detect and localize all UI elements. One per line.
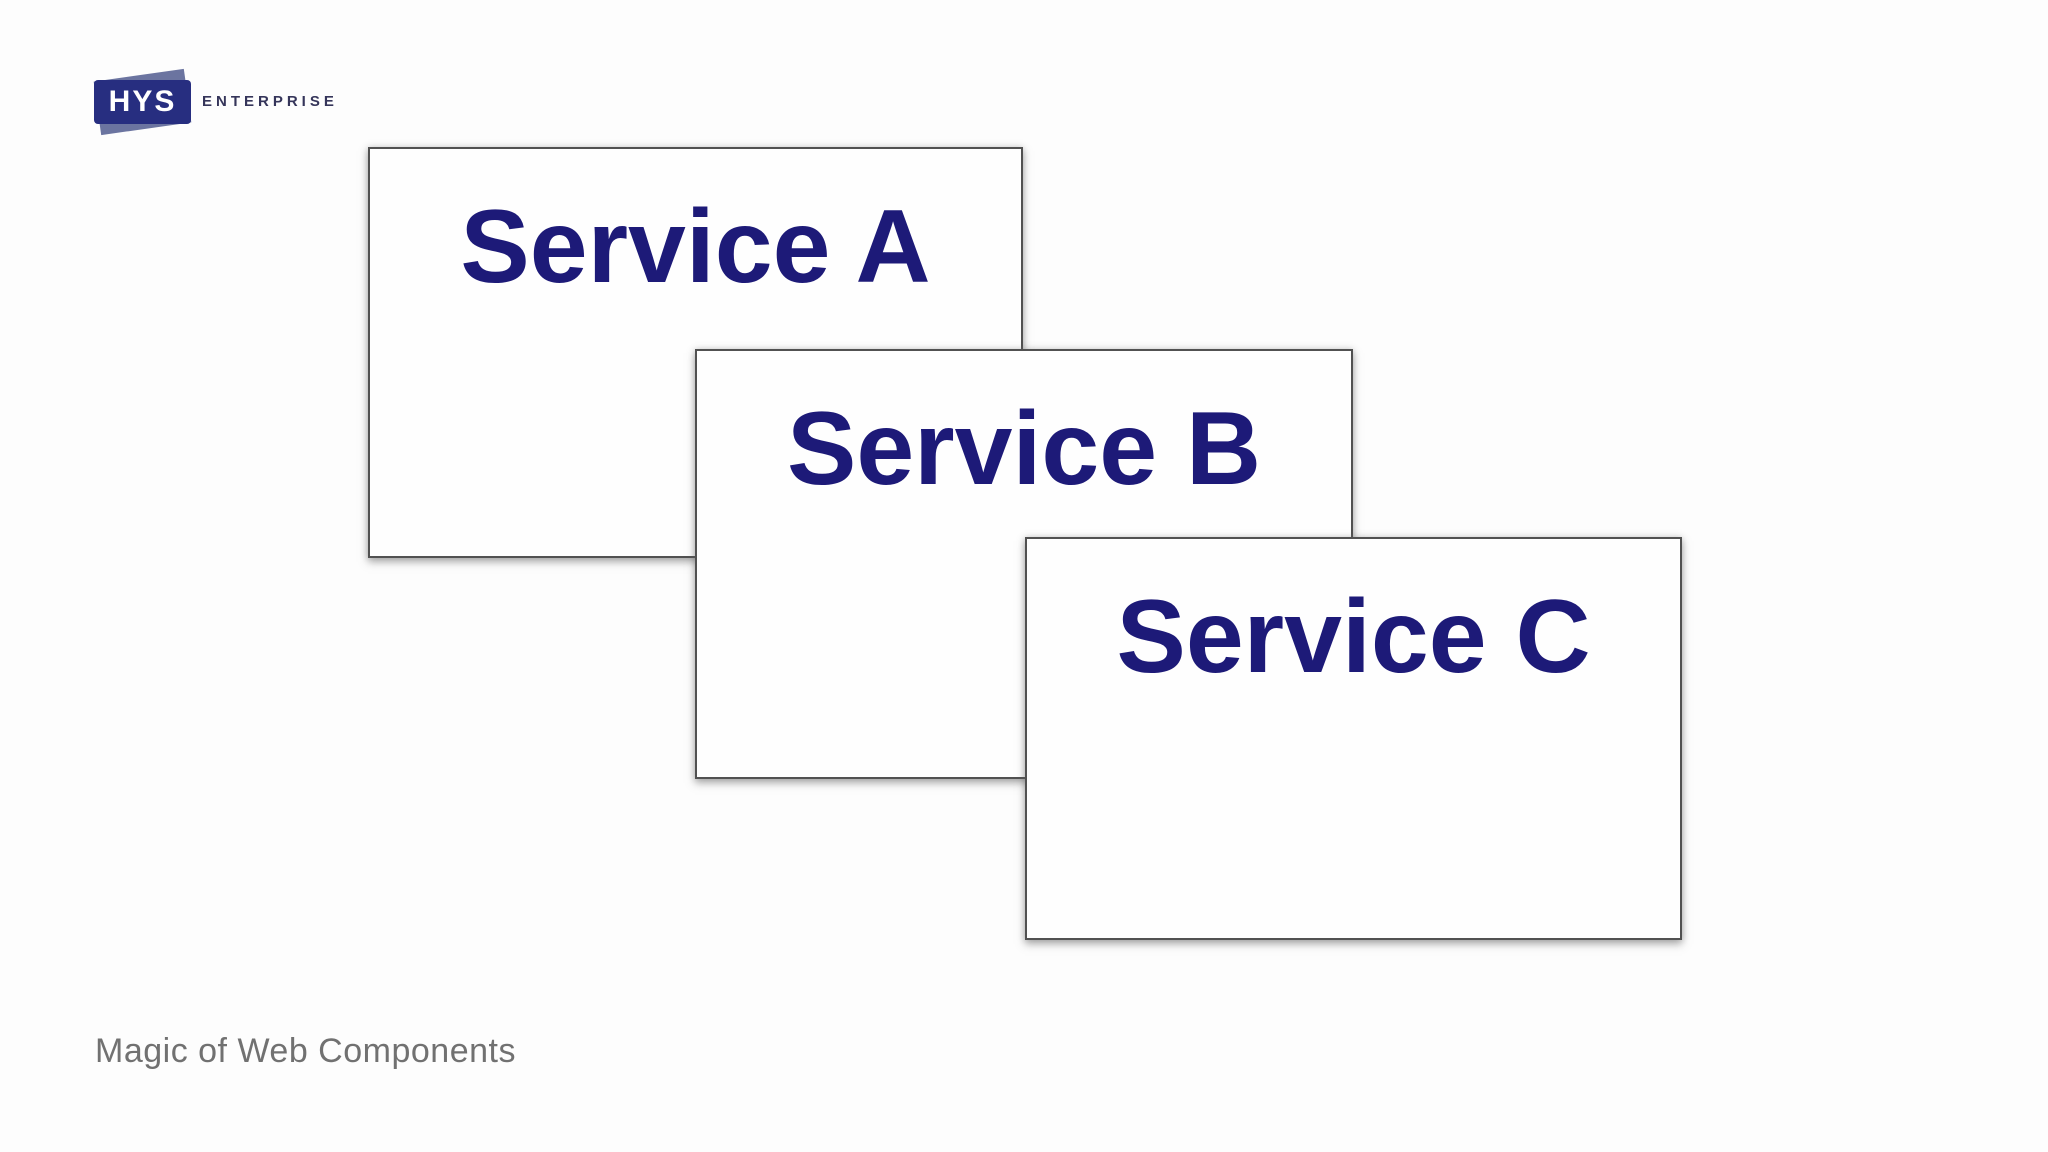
service-c-card: Service C xyxy=(1025,537,1682,940)
service-b-title: Service B xyxy=(786,391,1262,507)
logo-badge: HYS xyxy=(94,80,191,124)
logo-subtext: ENTERPRISE xyxy=(202,93,338,110)
service-c-title: Service C xyxy=(1116,579,1591,695)
logo-text: HYS xyxy=(108,85,177,118)
footer-caption: Magic of Web Components xyxy=(95,1032,516,1070)
hys-enterprise-logo: HYS ENTERPRISE xyxy=(93,68,334,136)
service-a-title: Service A xyxy=(460,189,931,305)
